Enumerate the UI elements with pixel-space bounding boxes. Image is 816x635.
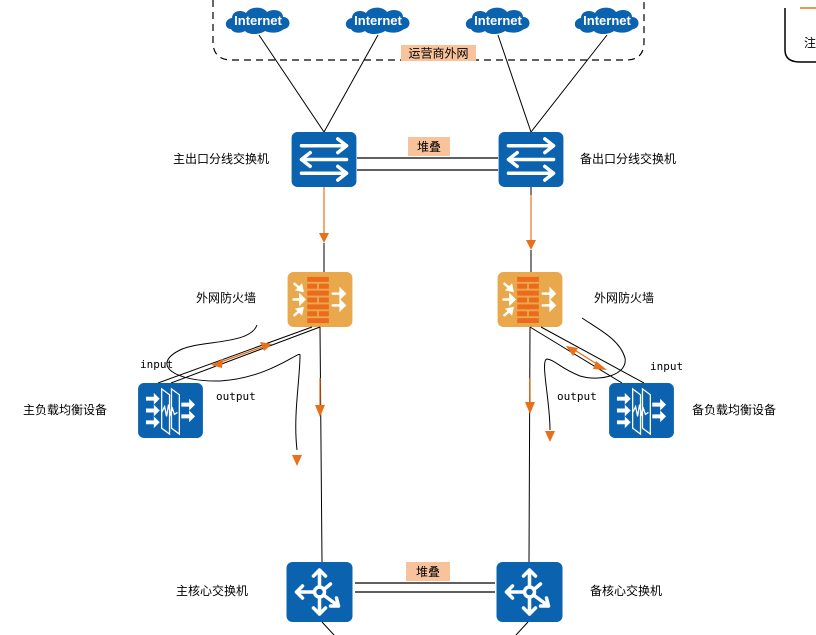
load-balancer-icon [137, 383, 204, 438]
primary-firewall-label: 外网防火墙 [196, 290, 256, 305]
isp-zone-tag: 运营商外网 [401, 45, 476, 61]
firewall-icon [287, 272, 353, 327]
egress-stack-tag: 堆叠 [408, 137, 450, 156]
primary-core-switch[interactable] [284, 562, 355, 622]
left-output-label: output [216, 390, 256, 403]
firewall-to-core-links [315, 326, 535, 563]
svg-text:堆叠: 堆叠 [416, 565, 440, 579]
primary-load-balancer[interactable] [137, 383, 204, 438]
svg-text:Internet: Internet [354, 13, 402, 28]
primary-core-switch-label: 主核心交换机 [176, 583, 248, 598]
backup-egress-switch-label: 备出口分线交换机 [580, 151, 676, 166]
svg-text:Internet: Internet [234, 13, 282, 28]
note-label: 注 [804, 35, 816, 50]
backup-egress-switch[interactable] [498, 132, 564, 187]
internet-uplinks [258, 34, 608, 133]
switch-icon [291, 132, 357, 187]
left-input-label: input [140, 358, 173, 371]
egress-to-firewall-links [319, 187, 536, 272]
switch-icon [498, 132, 564, 187]
egress-stack-links [357, 157, 498, 171]
firewall-icon [497, 272, 563, 327]
svg-text:Internet: Internet [474, 13, 522, 28]
load-balancer-icon [608, 383, 675, 438]
internet-cloud-1: Internet [225, 7, 290, 34]
primary-firewall[interactable] [287, 272, 353, 327]
core-stack-links [355, 582, 495, 593]
backup-core-switch[interactable] [494, 562, 565, 622]
left-fw-lb-links [157, 324, 321, 466]
primary-egress-switch[interactable] [291, 132, 357, 187]
svg-text:堆叠: 堆叠 [417, 140, 441, 154]
backup-load-balancer-label: 备负载均衡设备 [692, 403, 776, 417]
primary-load-balancer-label: 主负载均衡设备 [23, 403, 107, 417]
right-output-label: output [557, 390, 597, 403]
backup-core-switch-label: 备核心交换机 [590, 583, 662, 598]
core-stack-tag: 堆叠 [406, 562, 450, 581]
primary-egress-switch-label: 主出口分线交换机 [173, 151, 269, 166]
backup-load-balancer[interactable] [608, 383, 675, 438]
core-downlinks [321, 621, 529, 635]
router-icon [284, 562, 355, 622]
isp-zone-label: 运营商外网 [408, 46, 468, 61]
svg-text:Internet: Internet [583, 13, 631, 28]
backup-firewall-label: 外网防火墙 [594, 290, 654, 305]
right-input-label: input [650, 360, 683, 373]
right-fw-lb-links [529, 317, 645, 442]
backup-firewall[interactable] [497, 272, 563, 327]
note-box: 注 [784, 7, 816, 63]
internet-cloud-4: Internet [574, 7, 639, 34]
router-icon [494, 562, 565, 622]
internet-cloud-3: Internet [465, 7, 530, 34]
internet-cloud-2: Internet [345, 7, 410, 34]
